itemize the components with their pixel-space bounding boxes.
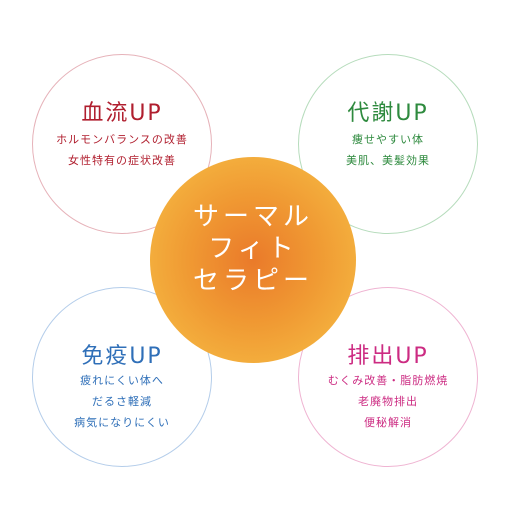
blood-flow-benefit: ホルモンバランスの改善 <box>56 133 188 146</box>
center-circle: サーマル フィト セラピー <box>150 157 356 363</box>
excretion-benefit: 老廃物排出 <box>358 395 418 408</box>
excretion-benefit: 便秘解消 <box>364 416 412 429</box>
blood-flow-title: 血流UP <box>81 101 163 126</box>
excretion-benefit: むくみ改善・脂肪燃焼 <box>327 374 449 387</box>
center-label-line: サーマル <box>192 202 313 232</box>
blood-flow-circle: 血流UP ホルモンバランスの改善 女性特有の症状改善 <box>32 54 212 234</box>
metabolism-benefit: 痩せやすい体 <box>352 133 424 146</box>
metabolism-benefit: 美肌、美髪効果 <box>346 154 430 167</box>
immunity-benefit: だるさ軽減 <box>92 395 152 408</box>
center-label-line: フィト <box>208 234 298 264</box>
immunity-benefit: 疲れにくい体へ <box>80 374 164 387</box>
metabolism-circle: 代謝UP 痩せやすい体 美肌、美髪効果 <box>298 54 478 234</box>
immunity-benefit: 病気になりにくい <box>74 416 170 429</box>
excretion-title: 排出UP <box>347 344 429 369</box>
blood-flow-benefit: 女性特有の症状改善 <box>68 154 176 167</box>
center-label-line: セラピー <box>192 266 313 296</box>
metabolism-title: 代謝UP <box>347 101 429 126</box>
immunity-title: 免疫UP <box>81 344 163 369</box>
